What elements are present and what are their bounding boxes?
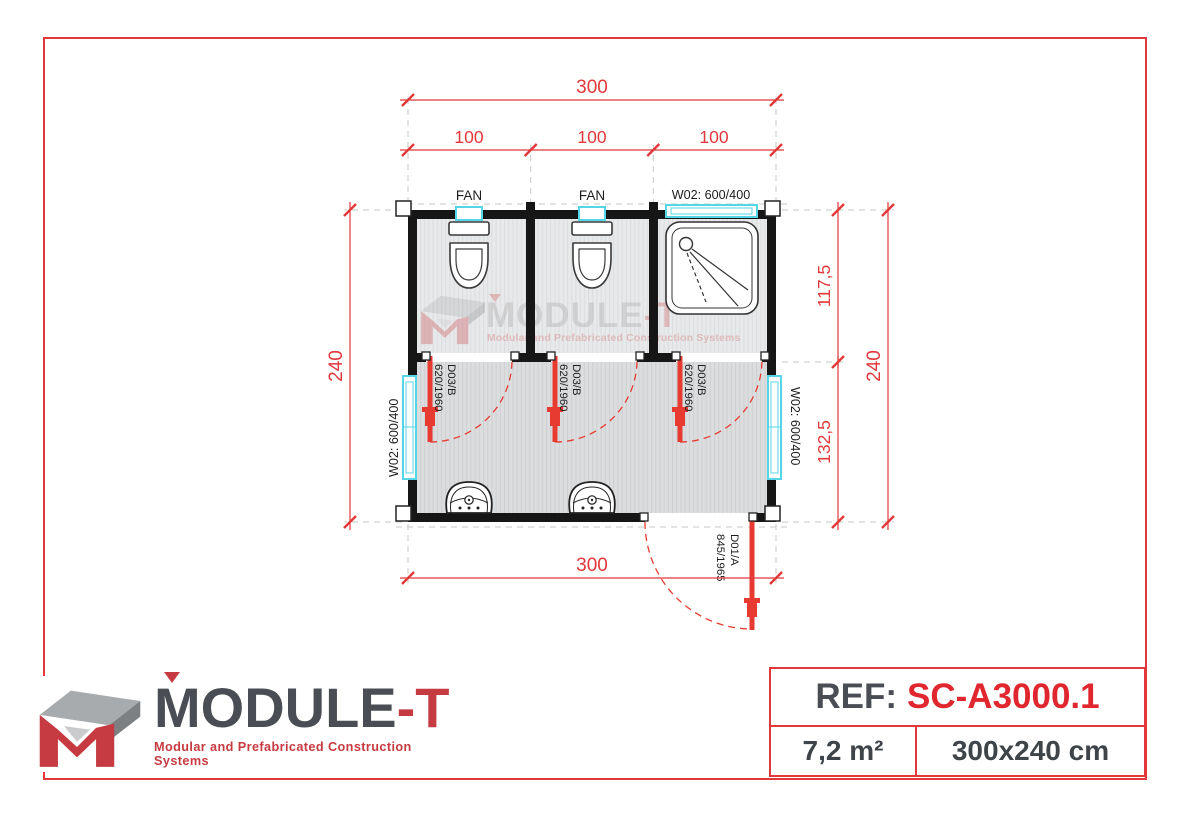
fan-vent-2	[578, 206, 606, 221]
brand-caret-icon	[164, 672, 180, 683]
dim-right-total: 240	[864, 350, 885, 382]
shower-head-icon	[678, 236, 694, 252]
door-3-size: 620/1960	[682, 364, 694, 412]
dim-bottom-total: 300	[576, 555, 608, 576]
dim-seg-3: 100	[699, 127, 728, 147]
exit-door	[639, 512, 760, 630]
dimension-labels: 300 100 100 100 240 117,5 132,5 240 300	[326, 77, 885, 576]
wall-right	[767, 210, 776, 522]
spec-row: 7,2 m² 300x240 cm	[769, 727, 1146, 777]
fan-vent-1	[455, 206, 483, 221]
exit-door-code: D01/A	[728, 534, 740, 566]
watermark-caret-icon	[489, 294, 501, 302]
fan-label-1: FAN	[456, 188, 482, 203]
dim-seg-2: 100	[577, 127, 606, 147]
wall-partition-v1	[526, 219, 535, 362]
corner-posts	[395, 200, 781, 522]
door-2-size: 620/1960	[557, 364, 569, 412]
watermark-tagline: Modular and Prefabricated Construction S…	[487, 333, 740, 344]
wall-tab-1	[526, 202, 535, 210]
wall-bottom-right	[752, 513, 776, 522]
door-2-code: D03/B	[570, 364, 582, 396]
window-top	[665, 204, 758, 218]
door-1-size: 620/1960	[432, 364, 444, 412]
page-border-frame	[43, 37, 1147, 780]
dim-left-total: 240	[326, 350, 347, 382]
ref-row: REF: SC-A3000.1	[769, 667, 1146, 727]
toilet-2	[571, 221, 613, 289]
dim-right-upper: 117,5	[814, 265, 834, 308]
dim-top-total: 300	[576, 77, 608, 98]
plan-labels: FAN FAN W02: 600/400 W02: 600/400 W02: 6…	[387, 188, 802, 582]
wall-partition-v2	[649, 219, 658, 362]
dim-right-lower: 132,5	[814, 420, 834, 464]
windows	[402, 204, 782, 480]
window-right-label: W02: 600/400	[788, 387, 802, 465]
toilet-1	[448, 221, 490, 289]
footer-brand-text: MODULE-T Modular and Prefabricated Const…	[154, 672, 458, 768]
dimension-lines	[343, 93, 895, 585]
window-left-label: W02: 600/400	[387, 399, 401, 477]
size-value: 300x240 cm	[915, 727, 1146, 777]
fan-label-2: FAN	[579, 188, 605, 203]
module-t-logo-icon	[39, 690, 141, 767]
brand-name: MODULE-T	[154, 672, 458, 736]
dimension-ticks	[343, 93, 895, 585]
wall-left	[408, 210, 417, 522]
sink-2	[568, 481, 616, 514]
ref-label: REF:	[815, 677, 898, 716]
area-value: 7,2 m²	[769, 727, 915, 777]
exit-door-size: 845/1965	[714, 534, 726, 582]
wall-bottom-left	[408, 513, 645, 522]
wall-partition-h1	[408, 353, 426, 362]
ref-table: REF: SC-A3000.1 7,2 m² 300x240 cm	[769, 667, 1146, 777]
brand-tagline: Modular and Prefabricated Construction S…	[154, 740, 412, 768]
ref-value: SC-A3000.1	[907, 677, 1100, 716]
dim-seg-1: 100	[454, 127, 483, 147]
floor-plan-drawing: MODULE-T Modular and Prefabricated Const…	[326, 77, 895, 630]
window-left	[402, 375, 417, 480]
wall-tab-2	[649, 202, 658, 210]
door-1-code: D03/B	[445, 364, 457, 396]
sink-1	[445, 481, 493, 514]
window-top-label: W02: 600/400	[672, 188, 750, 202]
door-3-code: D03/B	[695, 364, 707, 396]
shower-tray	[665, 221, 759, 315]
footer-brand: MODULE-T Modular and Prefabricated Const…	[38, 672, 458, 772]
window-right	[767, 375, 782, 480]
